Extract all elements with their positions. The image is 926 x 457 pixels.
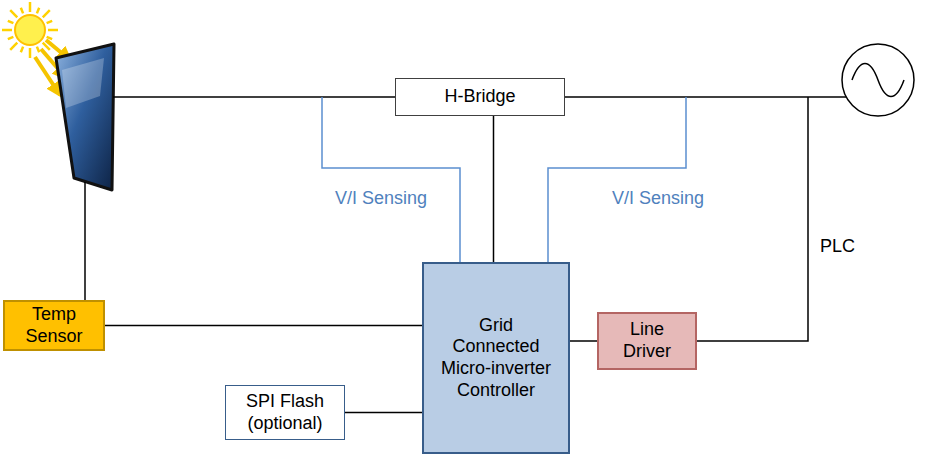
node-text: SPI Flash (optional) bbox=[235, 391, 335, 434]
ac-wire bbox=[565, 96, 846, 98]
controller-box: Grid Connected Micro-inverter Controller bbox=[422, 262, 570, 454]
connector-line bbox=[105, 325, 422, 327]
sun-ray bbox=[21, 47, 23, 53]
sun-ray bbox=[43, 10, 50, 17]
grid-source-symbol bbox=[842, 44, 914, 116]
node-text: Grid Connected Micro-inverter Controller bbox=[440, 315, 552, 401]
sun bbox=[15, 15, 45, 45]
node-text: H-Bridge bbox=[444, 86, 515, 108]
sensor-box: Temp Sensor bbox=[3, 300, 105, 351]
bus-label: PLC bbox=[820, 236, 855, 258]
panel-sensor-wire bbox=[84, 182, 86, 300]
node-text: Temp Sensor bbox=[15, 304, 93, 347]
plc-wire bbox=[697, 97, 808, 341]
sun-ray bbox=[29, 2, 32, 12]
sun-ray bbox=[48, 29, 58, 32]
sun-ray bbox=[47, 21, 53, 23]
driver-box: Line Driver bbox=[597, 312, 697, 370]
signal-label: V/I Sensing bbox=[612, 188, 704, 210]
sun-ray bbox=[10, 10, 17, 17]
connector-line bbox=[493, 116, 495, 262]
process-box: H-Bridge bbox=[395, 78, 565, 116]
connector-line bbox=[570, 340, 597, 342]
node-text: Line Driver bbox=[608, 319, 686, 362]
sun-ray bbox=[8, 21, 14, 23]
sun-ray bbox=[2, 29, 12, 32]
signal-label: V/I Sensing bbox=[335, 188, 427, 210]
sensing-wire bbox=[548, 97, 686, 262]
memory-box: SPI Flash (optional) bbox=[225, 385, 345, 440]
sun-ray bbox=[21, 8, 23, 14]
connector-line bbox=[345, 412, 422, 414]
sun-ray bbox=[10, 43, 17, 50]
panel-glare bbox=[62, 58, 104, 108]
solar-panel bbox=[56, 44, 114, 190]
sun-ray bbox=[37, 47, 39, 53]
dc-wire bbox=[113, 96, 395, 98]
sun-ray bbox=[29, 48, 32, 58]
sun-ray bbox=[37, 8, 39, 14]
sun-rays bbox=[2, 2, 58, 58]
sensing-wire bbox=[322, 97, 460, 262]
sine-symbol bbox=[852, 64, 904, 97]
sun-ray bbox=[8, 37, 14, 39]
